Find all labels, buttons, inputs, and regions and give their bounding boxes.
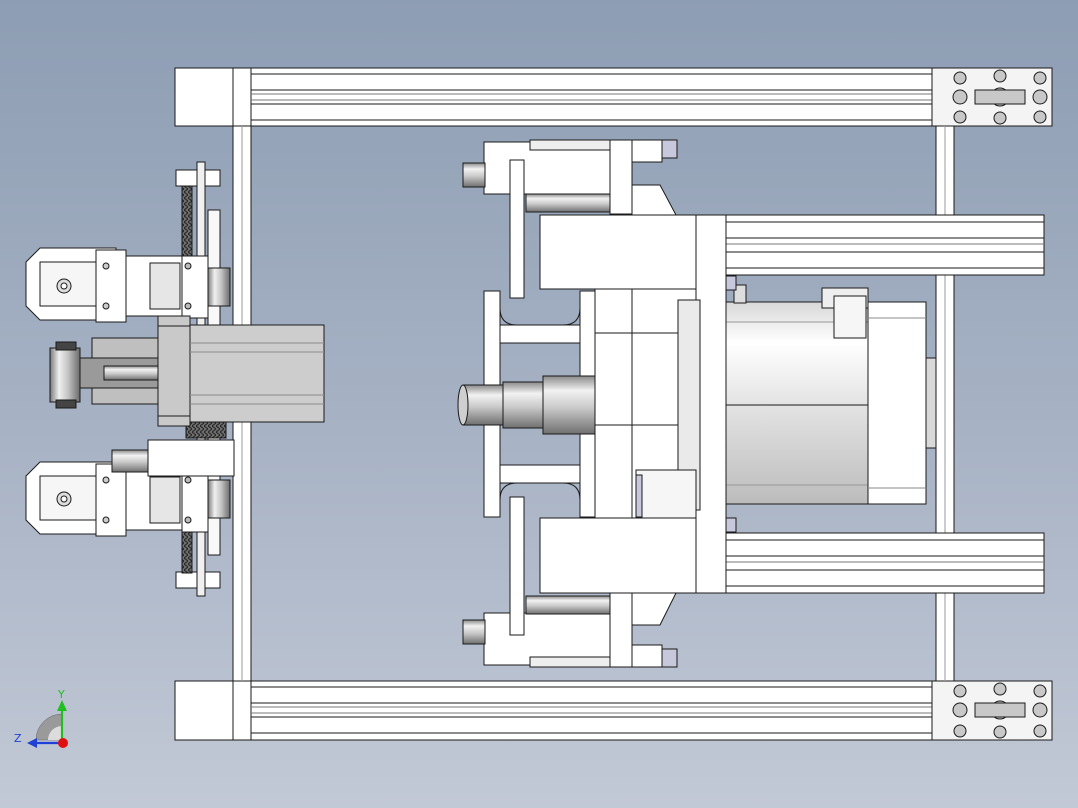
coordinate-triad: Y Z <box>14 688 68 748</box>
spindle-motor <box>719 275 937 533</box>
spindle-shaft <box>457 375 596 435</box>
y-axis-label: Y <box>57 688 65 701</box>
pneumatic-cylinder <box>49 315 325 427</box>
upper-slide-rail <box>725 214 1045 276</box>
z-axis-label: Z <box>14 732 22 745</box>
lower-stepper-motor <box>25 439 235 537</box>
upper-stepper-motor <box>25 247 231 323</box>
top-profile-rail <box>174 67 1053 127</box>
upper-gripper-bracket <box>462 139 678 299</box>
bottom-profile-rail <box>174 680 1053 741</box>
lower-slide-rail <box>725 532 1045 594</box>
x-axis-dot <box>58 738 68 748</box>
carriage-block <box>539 214 727 594</box>
lower-gripper-bracket <box>462 496 678 668</box>
